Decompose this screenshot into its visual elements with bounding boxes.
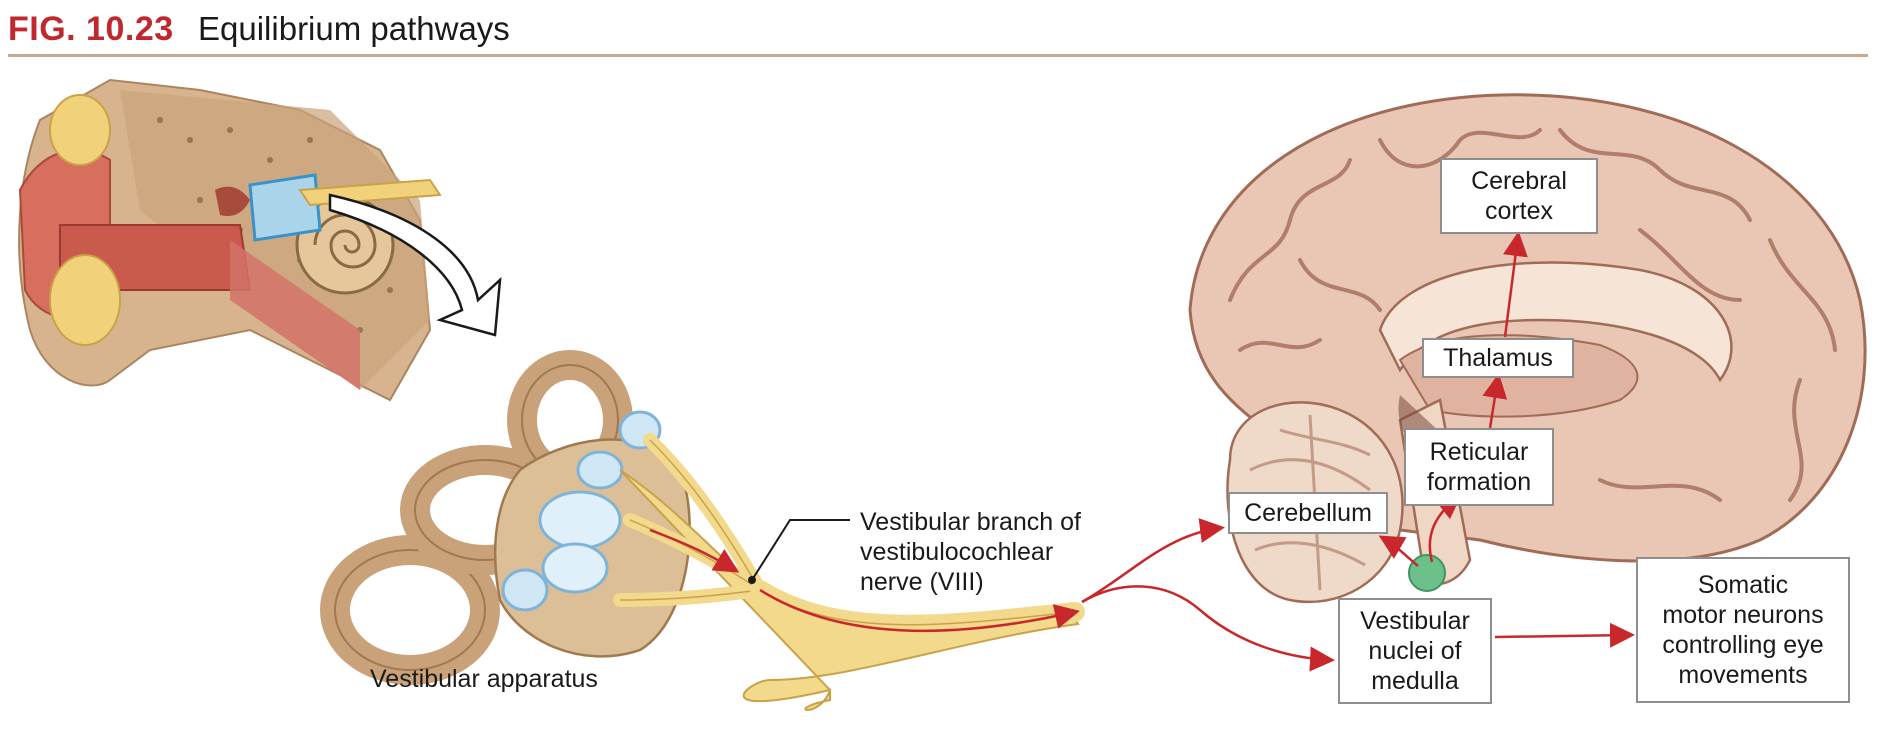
arrow-nuclei-to-cerebellum (1378, 535, 1419, 567)
nerve-leader-dot (748, 576, 756, 584)
vestibular-nerve (613, 433, 1085, 711)
figure-title: Equilibrium pathways (198, 10, 510, 47)
arrow-to-cerebellum (1081, 518, 1225, 604)
ear-cross-section (18, 78, 442, 402)
box-thalamus: Thalamus (1422, 338, 1574, 378)
arrow-to-thalamus (1482, 373, 1508, 429)
box-reticular-formation: Reticular formation (1404, 428, 1554, 506)
arrow-to-cerebral-cortex (1503, 231, 1528, 338)
figure-number: FIG. 10.23 (8, 10, 174, 48)
box-vestibular-nuclei: Vestibular nuclei of medulla (1338, 598, 1492, 704)
box-cerebral-cortex: Cerebral cortex (1440, 158, 1598, 234)
zoom-arrow (328, 193, 502, 337)
box-cerebellum: Cerebellum (1228, 492, 1388, 534)
nerve-leader-line (751, 519, 850, 581)
pathway-arrows (1081, 231, 1635, 672)
arrow-to-somatic-motor (1494, 622, 1635, 648)
vestibular-apparatus-label: Vestibular apparatus (370, 665, 598, 693)
figure-header: FIG. 10.23 Equilibrium pathways (8, 6, 1868, 57)
vestibular-branch-label: Vestibular branch of vestibulocochlear n… (860, 508, 1081, 596)
arrow-to-vestibular-nuclei (1081, 585, 1335, 672)
box-somatic-motor-neurons: Somatic motor neurons controlling eye mo… (1636, 557, 1850, 703)
